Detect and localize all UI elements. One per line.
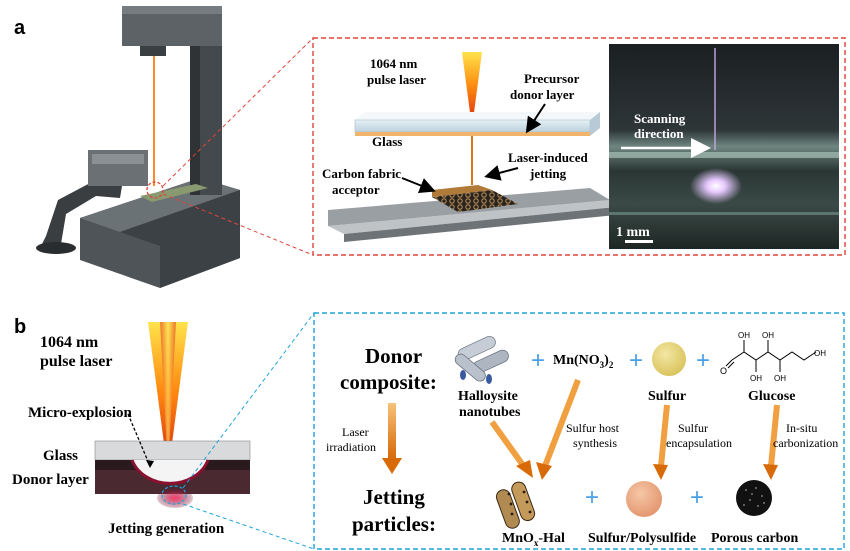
sulfur-encap-label-2: encapsulation <box>666 436 732 450</box>
mnox-hal-label: MnOx-Hal <box>502 531 565 548</box>
micro-explosion-label: Micro-explosion <box>28 405 133 421</box>
panel-a-laser-label-1: 1064 nm <box>370 56 417 71</box>
plus-sign-1: + <box>531 347 545 374</box>
glucose-oh-4: OH <box>774 374 786 383</box>
precursor-arrow <box>525 103 546 134</box>
jetting-label-1: Laser-induced <box>508 150 588 165</box>
insitu-label-1: In-situ <box>786 421 817 435</box>
sulfur-label: Sulfur <box>648 389 686 404</box>
jetting-particles-label-1: Jetting <box>363 485 425 509</box>
zoom-line-b-top <box>182 312 315 489</box>
sulfur-host-label-1: Sulfur host <box>566 421 620 435</box>
panel-a-zoom-frame <box>312 37 846 256</box>
zoom-line-bottom <box>162 193 314 256</box>
panel-b-laser-label-1: 1064 nm <box>40 334 99 351</box>
photo-scanning-label-2: direction <box>634 126 684 141</box>
plus-sign-3: + <box>696 347 710 374</box>
sulfur-polysulfide-icon <box>626 481 662 517</box>
insitu-label-2: carbonization <box>773 436 838 450</box>
glucose-oh-2: OH <box>750 374 762 383</box>
glucose-label: Glucose <box>748 389 795 404</box>
sulfur-encap-label-1: Sulfur <box>678 421 708 435</box>
halloysite-nanotubes-icon <box>454 335 509 384</box>
glucose-o-atom: O <box>720 366 727 376</box>
glucose-oh-1: OH <box>738 331 750 340</box>
jetting-photo <box>609 44 839 249</box>
jetting-generation-label: Jetting generation <box>108 521 225 537</box>
panel-a-laser-label-2: pulse laser <box>367 72 426 87</box>
halloysite-label-1: Halloysite <box>458 389 518 404</box>
acceptor-label-2: acceptor <box>332 182 380 197</box>
glucose-structure-icon <box>725 340 817 372</box>
scale-bar-label: 1 mm <box>616 225 650 240</box>
jetting-label-2: jetting <box>529 166 567 181</box>
lift-schematic <box>328 52 626 242</box>
plus-sign-2: + <box>629 347 643 374</box>
glucose-oh-5: OH <box>814 349 826 358</box>
acceptor-arrow <box>401 177 436 193</box>
sulfur-polysulfide-label: Sulfur/Polysulfide <box>588 531 696 546</box>
panel-a-glass-label: Glass <box>372 134 402 149</box>
mn-nitrate-label: Mn(NO3)2 <box>553 353 614 370</box>
laser-irradiation-label-1: Laser <box>342 425 369 439</box>
zoom-line-top <box>162 37 314 187</box>
panel-b-letter: b <box>14 316 26 338</box>
photo-scanning-label-1: Scanning <box>634 111 686 126</box>
panel-b-laser-label-2: pulse laser <box>40 353 112 370</box>
acceptor-label-1: Carbon fabric <box>322 166 401 181</box>
precursor-label-2: donor layer <box>510 87 575 102</box>
donor-composite-label-2: composite: <box>340 370 437 394</box>
panel-a-letter: a <box>14 17 26 39</box>
porous-carbon-icon <box>736 480 772 516</box>
halloysite-label-2: nanotubes <box>459 405 521 420</box>
laser-irradiation-arrow <box>382 403 402 474</box>
jetting-arrow <box>484 165 519 181</box>
laser-cone <box>462 52 482 128</box>
plus-sign-4: + <box>585 484 599 511</box>
panel-b-zoom-frame <box>313 312 845 550</box>
zoom-line-b-bottom <box>182 503 315 550</box>
precursor-label-1: Precursor <box>524 71 580 86</box>
panel-b-glass-label: Glass <box>43 448 78 464</box>
mnox-hal-particles-icon <box>495 481 536 529</box>
transformation-arrows <box>489 378 780 480</box>
donor-layer-label: Donor layer <box>12 472 89 488</box>
plus-sign-5: + <box>690 484 704 511</box>
printer-machine-illustration <box>36 6 240 288</box>
sulfur-host-label-2: synthesis <box>573 436 617 450</box>
glucose-oh-3: OH <box>762 331 774 340</box>
sulfur-icon <box>652 342 686 376</box>
donor-composite-label-1: Donor <box>365 344 422 368</box>
micro-explosion-schematic <box>94 322 251 508</box>
jetting-particles-label-2: particles: <box>352 512 436 536</box>
porous-carbon-label: Porous carbon <box>711 531 798 546</box>
laser-irradiation-label-2: irradiation <box>326 440 376 454</box>
